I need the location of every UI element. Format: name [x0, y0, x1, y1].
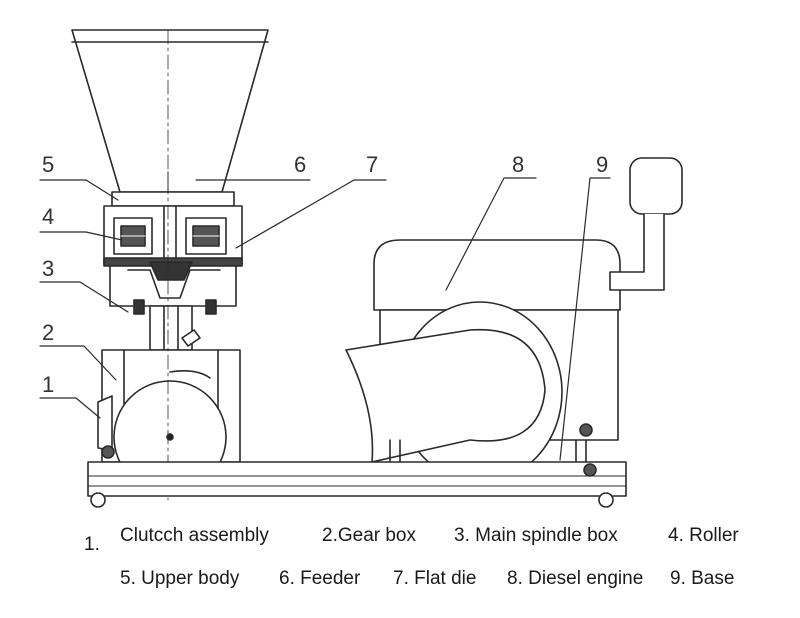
base-frame	[87, 461, 627, 508]
callout-8: 8	[512, 152, 524, 177]
callout-labels: 5 4 3 2 1 6 7 8 9	[42, 152, 608, 397]
diesel-engine	[345, 157, 683, 483]
feeder-hopper	[71, 29, 269, 197]
leader-lines	[39, 177, 611, 461]
callout-6: 6	[294, 152, 306, 177]
callout-3: 3	[42, 256, 54, 281]
callout-7: 7	[366, 152, 378, 177]
upper-body	[103, 191, 243, 267]
callout-9: 9	[596, 152, 608, 177]
callout-2: 2	[42, 320, 54, 345]
callout-1: 1	[42, 372, 54, 397]
main-spindle-box	[109, 261, 237, 315]
callout-4: 4	[42, 204, 54, 229]
callout-5: 5	[42, 152, 54, 177]
spindle-column	[149, 305, 201, 351]
